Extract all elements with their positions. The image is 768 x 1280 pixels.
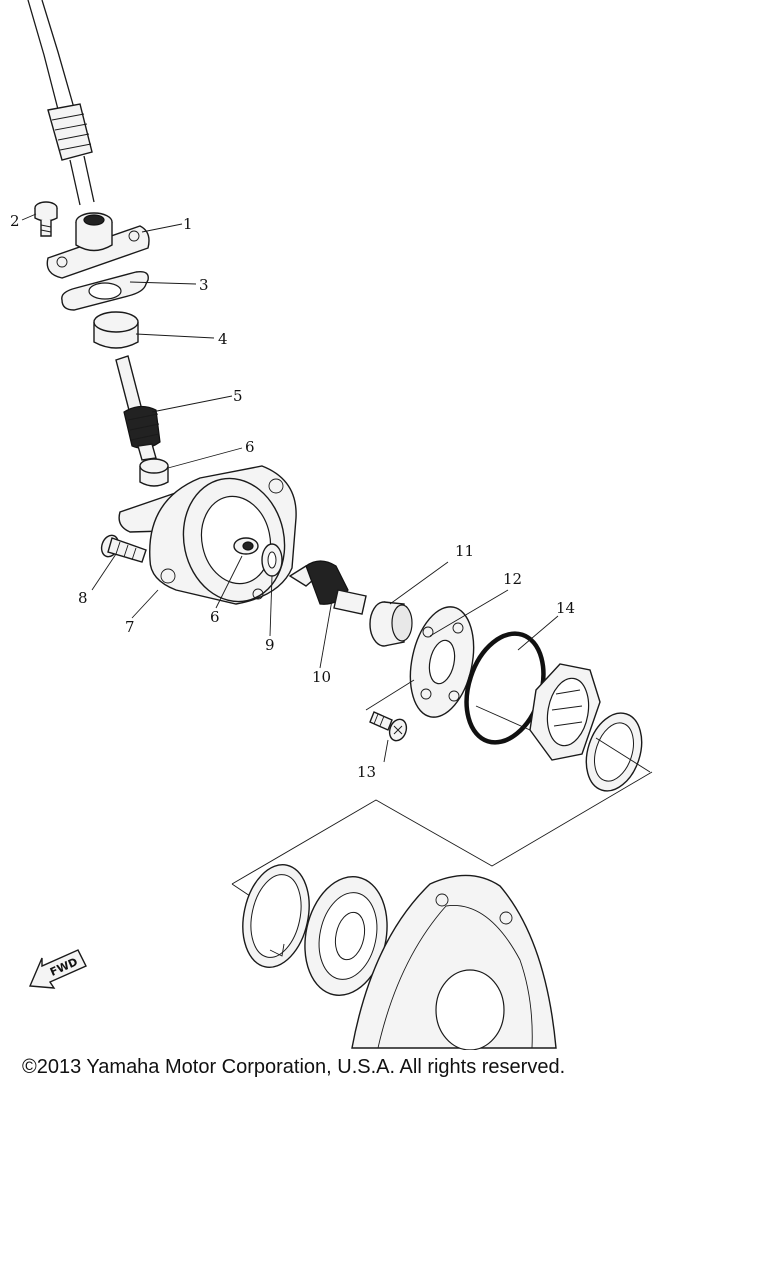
- copyright-notice: ©2013 Yamaha Motor Corporation, U.S.A. A…: [22, 1056, 566, 1078]
- callout-5: 5: [233, 387, 243, 405]
- part-12-plate: [409, 606, 475, 718]
- forward-arrow-icon: FWD: [28, 949, 87, 989]
- exploded-parts-diagram: FWD 1 2 3 4 5 6 7 8 6 9 10 11 12 13 14: [10, 0, 653, 1050]
- callout-14: 14: [556, 599, 575, 617]
- callout-12: 12: [503, 570, 522, 588]
- callout-6b: 6: [210, 608, 220, 626]
- callout-labels: 1 2 3 4 5 6 7 8 6 9 10 11 12 13 14: [10, 212, 575, 781]
- part-2-screw: [34, 201, 58, 237]
- callout-10: 10: [312, 668, 331, 686]
- part-3-gasket: [61, 270, 149, 311]
- speedometer-cable: [27, 0, 95, 206]
- callout-1: 1: [183, 215, 193, 233]
- nut: [529, 663, 601, 761]
- part-7-gear-housing: [118, 465, 297, 605]
- callout-11: 11: [455, 542, 474, 560]
- callout-6a: 6: [245, 438, 255, 456]
- callout-7: 7: [125, 618, 135, 636]
- part-4-bushing: [93, 311, 139, 349]
- callout-8: 8: [78, 589, 88, 607]
- crankcase-section: [231, 771, 653, 1050]
- part-13-screw: [369, 711, 408, 742]
- part-5-worm-gear: [115, 355, 161, 461]
- callout-3: 3: [199, 276, 209, 294]
- part-6-bushing-lower: [233, 537, 259, 555]
- part-9-washer: [261, 543, 283, 577]
- callout-2: 2: [10, 212, 20, 230]
- part-8-bolt: [100, 534, 147, 563]
- part-10-driven-gear: [288, 560, 367, 615]
- part-6-bushing-upper: [139, 458, 169, 487]
- callout-4: 4: [218, 330, 228, 348]
- part-11-bushing: [369, 601, 413, 647]
- callout-13: 13: [357, 763, 376, 781]
- part-1-cable-joint: [46, 212, 150, 279]
- washer: [585, 712, 643, 792]
- leader-lines: [21, 213, 651, 773]
- callout-9: 9: [265, 636, 275, 654]
